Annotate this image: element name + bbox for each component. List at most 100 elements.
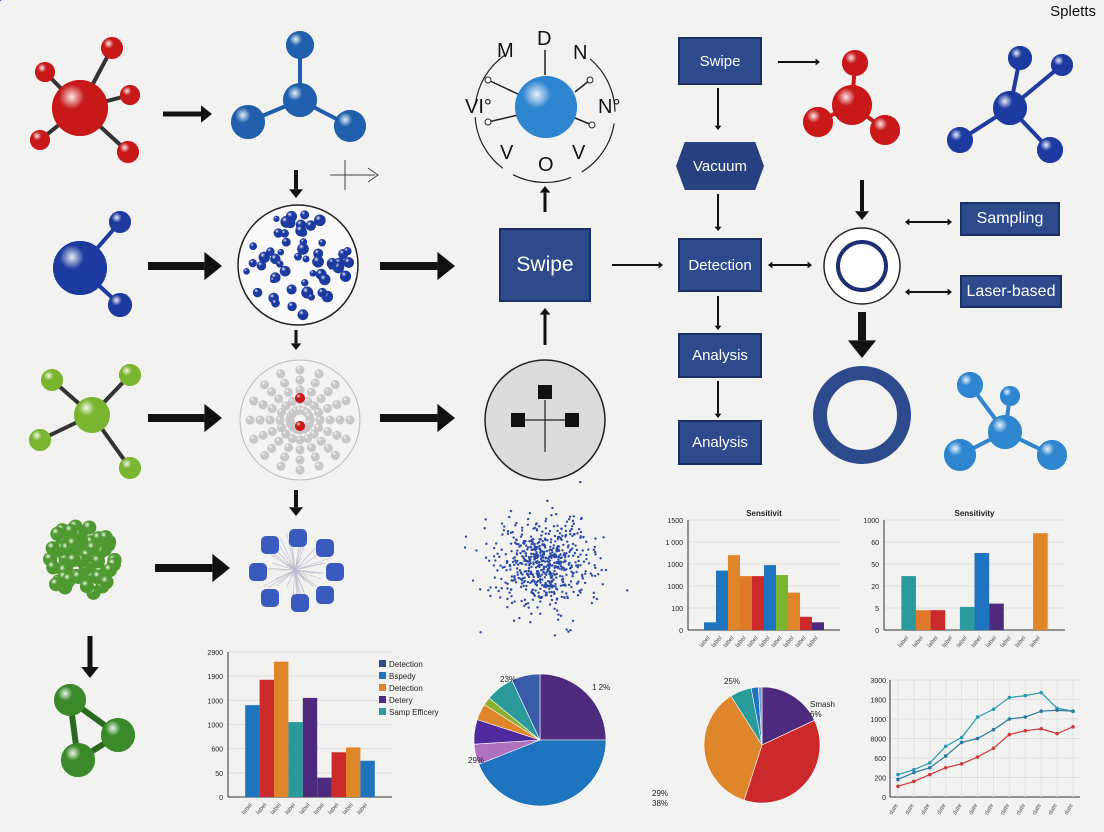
atom-highlight (63, 524, 78, 539)
x-tick-label: date (952, 802, 963, 816)
atom-highlight (315, 415, 325, 425)
fiber (293, 569, 296, 578)
particle-dot (515, 567, 519, 570)
atom-highlight (98, 530, 113, 545)
atom-highlight (267, 427, 277, 437)
particle-dot (550, 598, 554, 602)
particle-dot (545, 585, 548, 588)
particle-dot (593, 550, 597, 554)
particle-dot (552, 544, 556, 547)
particle-dot (571, 519, 575, 523)
particle-dot (515, 538, 518, 542)
atom-highlight (515, 76, 577, 138)
particle-dot (509, 568, 512, 571)
nanoparticle (258, 251, 270, 263)
particle-dot (574, 544, 577, 547)
nanoparticle (297, 309, 309, 321)
particle-dot (534, 582, 537, 586)
orbit-node (484, 76, 492, 84)
atom-highlight (279, 265, 291, 277)
cluster-sphere (314, 461, 324, 471)
particle-dot (563, 596, 566, 599)
particle-dot (524, 569, 528, 573)
cluster-sphere (323, 426, 333, 436)
particle-dot (508, 591, 511, 594)
atom (29, 429, 51, 451)
legend-label: Samp Efficery (389, 708, 439, 717)
particle-dot (495, 542, 498, 545)
fiber (294, 562, 323, 571)
particle-dot (572, 590, 575, 594)
chart-title: Sensitivit (746, 509, 782, 518)
particle-dot (539, 575, 542, 578)
particle-dot (538, 578, 542, 581)
arrow-head (714, 226, 722, 231)
particle-dot (580, 588, 583, 591)
blob-sphere (102, 563, 117, 578)
legend-swatch (379, 672, 386, 679)
cluster-sphere (295, 365, 305, 375)
particle-dot (604, 568, 608, 572)
particle-dot (551, 506, 554, 510)
particle-dot (523, 598, 527, 602)
particle-dot (602, 536, 605, 539)
blue-cube (316, 539, 334, 557)
particle-dot (513, 600, 516, 603)
data-point (912, 770, 916, 775)
atom-highlight (334, 110, 366, 142)
pie-slice (511, 673, 541, 741)
particle-dot (564, 553, 567, 557)
cluster-sphere (341, 396, 351, 406)
data-point (1023, 715, 1028, 719)
atom (41, 369, 63, 391)
cluster-sphere (267, 443, 277, 453)
atom-highlight (258, 400, 268, 410)
particle-dot (555, 597, 559, 600)
particle-dot (504, 553, 507, 556)
particle-dot (566, 540, 569, 543)
y-tick-label: 0 (875, 628, 879, 635)
nanoparticle (318, 239, 326, 247)
particle-dot (527, 575, 531, 579)
particle-dot (593, 545, 596, 549)
particle-dot (560, 538, 563, 542)
fiber (280, 537, 296, 571)
particle-dot (572, 554, 575, 557)
particle-dot (530, 565, 533, 569)
particle-dot (556, 546, 559, 549)
particle-dot (544, 581, 547, 585)
atom-highlight (29, 429, 51, 451)
atom (108, 293, 132, 317)
nanoparticle (339, 270, 352, 282)
particle-dot (567, 583, 571, 587)
atom-highlight (1037, 440, 1067, 470)
legend-label: Detection (389, 684, 423, 693)
atom-highlight (988, 415, 1022, 449)
particle-dot (581, 575, 584, 578)
particle-dot (515, 561, 518, 564)
flow-box-analysis: Analysis (678, 333, 762, 378)
particle-dot (569, 548, 572, 552)
cluster-sphere (295, 455, 305, 465)
x-tick-label: label (299, 802, 312, 816)
nanoparticle (277, 248, 285, 256)
cluster-sphere (335, 415, 345, 425)
particle-dot (552, 572, 555, 575)
atom-highlight (301, 279, 309, 287)
atom-highlight (49, 577, 64, 592)
x-tick-label: label (256, 802, 269, 816)
particle-dot (555, 572, 558, 576)
cluster-sphere (323, 403, 333, 413)
blob-sphere (98, 530, 113, 545)
atom-highlight (249, 242, 257, 251)
particle-dot (546, 539, 549, 542)
particle-dot (548, 581, 552, 585)
atom-highlight (280, 378, 290, 388)
atom-highlight (295, 393, 305, 403)
particle-dot (519, 585, 523, 589)
particle-dot (530, 552, 533, 556)
atom-highlight (295, 465, 305, 475)
flow-box-analysis: Analysis (678, 420, 762, 465)
atom-highlight (267, 443, 277, 453)
arrow-head (288, 189, 304, 198)
